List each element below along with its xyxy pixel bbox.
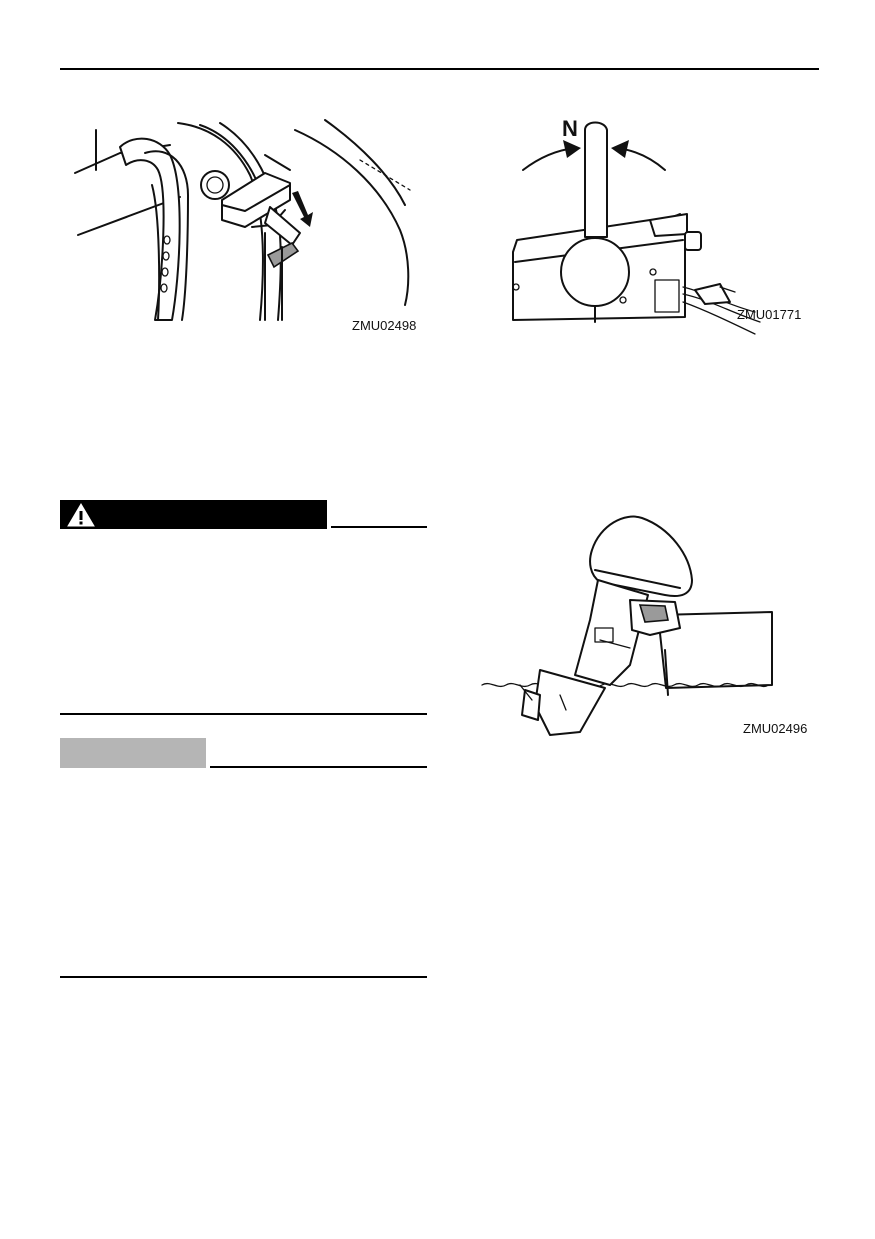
figure-remote-control-box: N ZMU01771 <box>505 112 815 337</box>
outboard-tilted-drawing <box>481 515 773 736</box>
neutral-position-mark: N <box>562 116 578 141</box>
figure-code-label: ZMU02496 <box>743 721 808 736</box>
warning-end-rule <box>60 713 427 715</box>
warning-box <box>60 500 327 529</box>
figure-code-label: ZMU02498 <box>352 318 417 333</box>
figure-outboard-tilted: ZMU02496 <box>480 510 820 745</box>
notice-end-rule <box>60 976 427 978</box>
figure-code-label: ZMU01771 <box>737 307 802 322</box>
tilt-support-drawing <box>74 119 411 321</box>
warning-triangle-icon <box>67 503 95 527</box>
figure-tilt-support-lever: ZMU02498 <box>60 115 420 333</box>
warning-heading-rule <box>331 526 427 528</box>
notice-box <box>60 738 206 768</box>
remote-control-drawing <box>512 121 761 335</box>
notice-heading-rule <box>210 766 427 768</box>
header-rule <box>60 68 819 70</box>
